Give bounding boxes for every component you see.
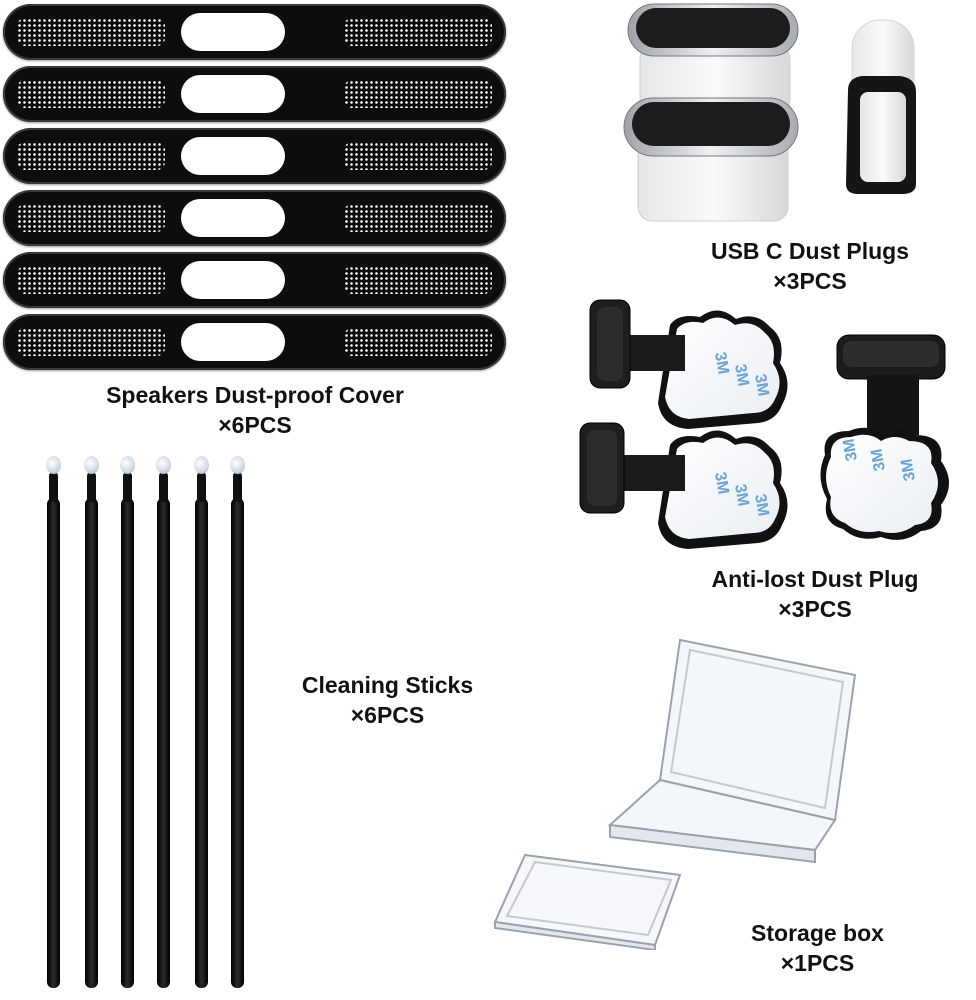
sticker-print-text: 3M xyxy=(751,493,772,518)
sticker-print-text: 3M xyxy=(868,447,889,472)
speaker-cover-strip xyxy=(3,190,506,246)
sticks-caption: Cleaning Sticks ×6PCS xyxy=(270,670,505,730)
speaker-cover-strip xyxy=(3,314,506,370)
usb-name: USB C Dust Plugs xyxy=(710,238,910,264)
speaker-cover-strip xyxy=(3,66,506,122)
anti-lost-name: Anti-lost Dust Plug xyxy=(711,566,919,592)
speakers-name: Speakers Dust-proof Cover xyxy=(106,382,404,408)
cleaning-stick xyxy=(120,456,135,988)
usb-plug-side xyxy=(846,19,916,194)
sticker-print-text: 3M xyxy=(751,373,772,398)
cleaning-stick xyxy=(84,456,99,988)
storage-box-base xyxy=(607,778,837,864)
anti-lost-plug-3: 3M 3M 3M xyxy=(820,334,949,540)
speaker-cover-strip xyxy=(3,4,506,60)
sticker-print-text: 3M xyxy=(711,351,732,376)
speaker-cover-strip xyxy=(3,128,506,184)
anti-lost-plug-1: 3M 3M 3M xyxy=(589,299,788,429)
swab-tip-icon xyxy=(194,456,209,474)
sticker-print-text: 3M xyxy=(840,437,861,462)
swab-tip-icon xyxy=(120,456,135,474)
storage-box-image xyxy=(493,638,857,950)
storage-box-lid xyxy=(658,638,857,822)
sticker-print-text: 3M xyxy=(731,363,752,388)
cleaning-stick xyxy=(230,456,245,988)
usb-c-plugs-image xyxy=(623,3,916,222)
box-name: Storage box xyxy=(751,920,884,946)
sticker-print-text: 3M xyxy=(731,483,752,508)
anti-lost-qty: ×3PCS xyxy=(778,596,852,622)
box-qty: ×1PCS xyxy=(780,950,855,976)
usb-qty: ×3PCS xyxy=(773,268,847,294)
sticks-qty: ×6PCS xyxy=(350,702,425,728)
speakers-caption: Speakers Dust-proof Cover ×6PCS xyxy=(40,380,470,440)
swab-tip-icon xyxy=(84,456,99,474)
swab-tip-icon xyxy=(156,456,171,474)
speaker-cover-strip xyxy=(3,252,506,308)
cleaning-stick xyxy=(46,456,61,988)
cleaning-stick xyxy=(156,456,171,988)
anti-lost-plug-2: 3M 3M 3M xyxy=(579,422,788,549)
anti-lost-plugs-image: 3M 3M 3M 3M 3M 3M 3M 3M 3M xyxy=(579,299,949,549)
usb-caption: USB C Dust Plugs ×3PCS xyxy=(650,236,970,296)
usb-plug-front xyxy=(623,97,799,222)
sticker-print-text: 3M xyxy=(711,471,732,496)
sticks-name: Cleaning Sticks xyxy=(301,672,474,698)
speakers-qty: ×6PCS xyxy=(218,412,292,438)
cleaning-stick xyxy=(194,456,209,988)
swab-tip-icon xyxy=(230,456,245,474)
sticker-print-text: 3M xyxy=(898,457,919,482)
anti-lost-caption: Anti-lost Dust Plug ×3PCS xyxy=(660,564,970,624)
swab-tip-icon xyxy=(46,456,61,474)
storage-box-small xyxy=(493,853,682,950)
box-caption: Storage box ×1PCS xyxy=(715,918,920,978)
